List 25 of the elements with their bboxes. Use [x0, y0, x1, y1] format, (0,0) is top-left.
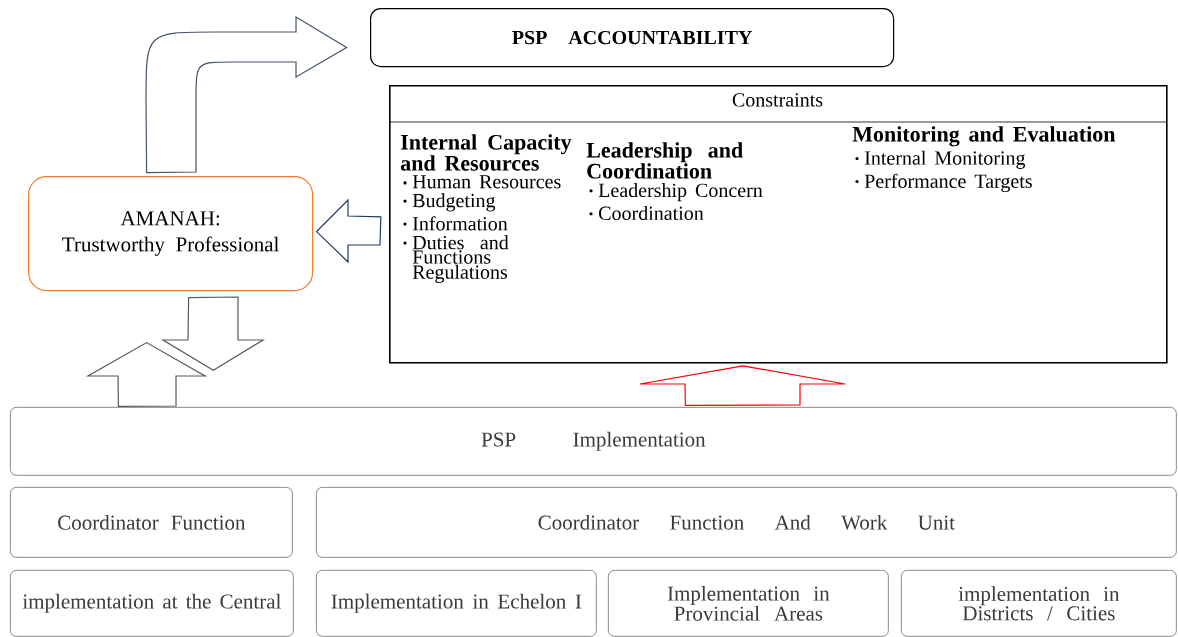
- process-box: Implementation in Provincial Areas: [608, 570, 889, 637]
- block-arrow: [85, 341, 208, 407]
- block-arrow: [639, 365, 846, 406]
- block-arrow: [145, 16, 348, 174]
- block-arrow: [160, 296, 266, 372]
- bullet-item: Performance Targets: [864, 173, 1032, 193]
- column-heading: Leadership and Coordination: [586, 142, 743, 179]
- bullet-item: Information: [412, 216, 508, 231]
- bullet-item: Coordination: [599, 205, 704, 220]
- bullet-item: Internal Monitoring: [864, 150, 1026, 169]
- bullet-item: Leadership Concern: [598, 183, 763, 202]
- bullet-item: Budgeting: [412, 193, 496, 212]
- bullet-item: Human Resources: [412, 175, 561, 189]
- column-heading: Internal Capacity and Resources: [400, 134, 572, 171]
- block-arrow: [315, 198, 382, 264]
- process-box: Coordinator Function: [10, 487, 293, 558]
- process-box: Implementation in Echelon I: [316, 570, 597, 637]
- process-box: Coordinator Function And Work Unit: [316, 487, 1177, 558]
- implementation-box: PSP Implementation: [10, 407, 1177, 476]
- column-heading: Monitoring and Evaluation: [852, 126, 1116, 147]
- title-box: PSP ACCOUNTABILITY: [370, 8, 895, 68]
- amanah-box: AMANAH: Trustworthy Professional: [28, 176, 314, 292]
- process-box: implementation at the Central: [10, 570, 294, 637]
- bullet-item: Duties and Functions Regulations: [412, 235, 509, 283]
- process-box: implementation in Districts / Cities: [901, 570, 1177, 637]
